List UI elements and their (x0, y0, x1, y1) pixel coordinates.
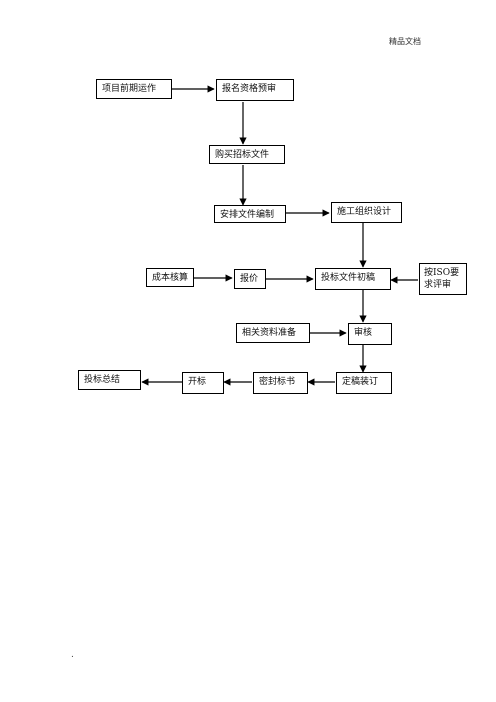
node-construction-design: 施工组织设计 (331, 202, 402, 223)
footer-mark: . (71, 650, 74, 660)
node-project-early: 项目前期运作 (96, 79, 172, 99)
node-arrange-doc-prep: 安排文件编制 (214, 205, 286, 223)
node-cost-check: 成本核算 (146, 268, 194, 287)
node-related-materials: 相关资料准备 (236, 323, 310, 343)
node-bid-opening: 开标 (182, 372, 224, 394)
node-bid-summary: 投标总结 (78, 370, 141, 390)
node-quote: 报价 (234, 269, 266, 289)
node-seal-bid: 密封标书 (253, 372, 308, 394)
node-finalize-bind: 定稿装订 (336, 372, 392, 394)
node-buy-tender-docs: 购买招标文件 (209, 145, 285, 164)
node-iso-review: 按ISO要求评审 (419, 263, 467, 295)
node-bid-draft: 投标文件初稿 (315, 268, 391, 290)
node-review: 审核 (348, 323, 392, 345)
node-registration-prequal: 报名资格预审 (216, 79, 294, 101)
page-header: 精品文档 (389, 37, 421, 46)
